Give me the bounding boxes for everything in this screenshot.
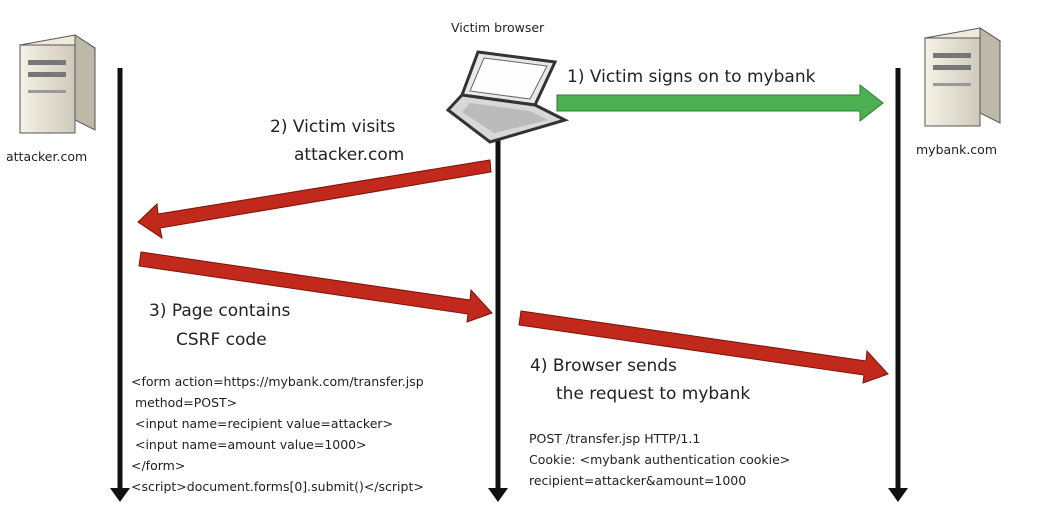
lifeline-bank <box>888 68 908 502</box>
laptop-icon <box>445 50 570 144</box>
bank-server-icon <box>923 27 1002 127</box>
code-line: method=POST> <box>131 395 237 410</box>
attacker-label: attacker.com <box>6 149 87 164</box>
request-block: POST /transfer.jsp HTTP/1.1 Cookie: <myb… <box>529 431 790 488</box>
attacker-server-icon <box>18 34 97 134</box>
victim-label: Victim browser <box>451 20 545 35</box>
lifeline-victim <box>488 140 508 502</box>
code-line: </form> <box>131 458 185 473</box>
request-line: recipient=attacker&amount=1000 <box>529 473 746 488</box>
bank-label: mybank.com <box>916 142 997 157</box>
code-line: <form action=https://mybank.com/transfer… <box>131 374 424 389</box>
lifeline-attacker <box>110 68 130 502</box>
arrow-step2 <box>137 159 492 240</box>
step3-label-1: 3) Page contains <box>149 301 291 321</box>
code-line: <input name=recipient value=attacker> <box>131 416 393 431</box>
arrow-step3 <box>138 251 493 323</box>
arrow-step1 <box>556 83 884 123</box>
step4-label-1: 4) Browser sends <box>530 356 677 376</box>
step4-label-2: the request to mybank <box>556 384 750 404</box>
step2-label-1: 2) Victim visits <box>270 117 396 137</box>
code-line: <script>document.forms[0].submit()</scri… <box>131 479 424 494</box>
arrow-step4 <box>518 310 889 384</box>
step2-label-2: attacker.com <box>294 145 404 165</box>
step1-label: 1) Victim signs on to mybank <box>567 67 816 87</box>
attacker-code-block: <form action=https://mybank.com/transfer… <box>131 374 424 494</box>
request-line: POST /transfer.jsp HTTP/1.1 <box>529 431 700 446</box>
step3-label-2: CSRF code <box>176 330 267 350</box>
request-line: Cookie: <mybank authentication cookie> <box>529 452 790 467</box>
code-line: <input name=amount value=1000> <box>131 437 367 452</box>
